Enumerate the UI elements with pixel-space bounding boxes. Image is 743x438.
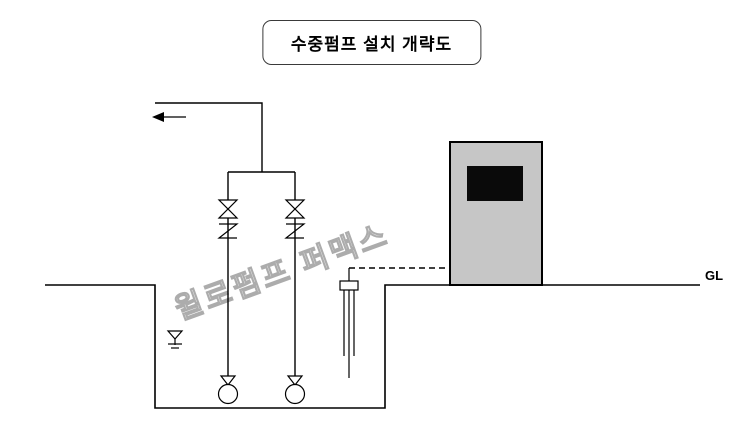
control-panel-display bbox=[467, 166, 523, 201]
water-level-triangle bbox=[166, 330, 184, 340]
check-valve-icon-left bbox=[217, 223, 239, 239]
submersible-pump-icon-right bbox=[284, 375, 306, 405]
gl-label: GL bbox=[705, 268, 723, 283]
check-valve-glyph bbox=[217, 223, 239, 239]
level-sensor-icon bbox=[339, 280, 359, 378]
valve-triangle bbox=[217, 199, 239, 210]
ground-and-pit-outline bbox=[45, 284, 700, 409]
pump-body-circle bbox=[284, 383, 306, 405]
valve-triangle bbox=[284, 199, 306, 210]
gate-valve-icon-left bbox=[217, 199, 239, 219]
gate-valve-icon-right bbox=[284, 199, 306, 219]
sensor-cable-dashed-line bbox=[348, 267, 450, 281]
pump-inlet-triangle bbox=[219, 375, 237, 386]
pump-body-circle bbox=[217, 383, 239, 405]
control-panel bbox=[449, 141, 543, 286]
watermark-text: 윌로펌프 퍼맥스 bbox=[171, 218, 394, 326]
title-box: 수중펌프 설치 개략도 bbox=[261, 20, 482, 65]
control-panel-body bbox=[449, 141, 543, 286]
water-level-icon bbox=[166, 330, 184, 349]
submersible-pump-icon-left bbox=[217, 375, 239, 405]
pump-inlet-triangle bbox=[286, 375, 304, 386]
valve-triangle bbox=[217, 208, 239, 219]
sensor-head bbox=[339, 280, 359, 291]
check-valve-icon-right bbox=[284, 223, 306, 239]
flow-arrow-icon bbox=[152, 112, 186, 122]
discharge-header-pipe bbox=[155, 102, 263, 172]
check-valve-glyph bbox=[284, 223, 306, 239]
valve-triangle bbox=[284, 208, 306, 219]
flow-arrow-head bbox=[152, 112, 164, 122]
diagram-title: 수중펌프 설치 개략도 bbox=[290, 35, 453, 54]
